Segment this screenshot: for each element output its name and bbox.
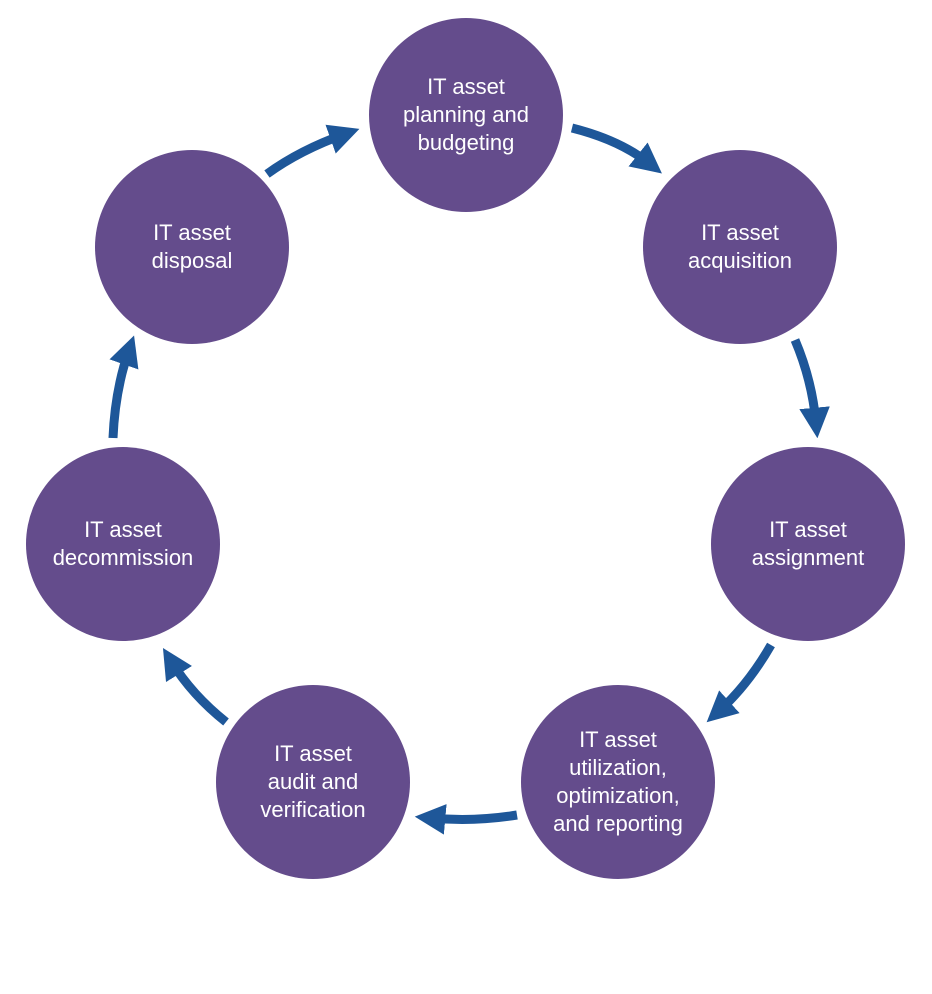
node-label-decommission: IT asset decommission xyxy=(52,517,194,570)
node-label-audit: IT asset audit and verification xyxy=(260,741,366,822)
node-it-asset-audit-and-verification: IT asset audit and verification xyxy=(216,685,410,879)
node-label-planning: IT asset planning and budgeting xyxy=(402,74,529,155)
arrow-decommission-to-disposal xyxy=(108,335,139,439)
node-it-asset-disposal: IT asset disposal xyxy=(95,150,289,344)
arrow-planning-to-acquisition xyxy=(570,123,662,174)
node-label-assignment: IT asset assignment xyxy=(751,517,865,570)
node-it-asset-assignment: IT asset assignment xyxy=(711,447,905,641)
arrow-acquisition-to-assignment xyxy=(790,338,830,439)
node-it-asset-decommission: IT asset decommission xyxy=(26,447,220,641)
arrow-utilization-to-audit xyxy=(414,804,518,835)
node-label-acquisition: IT asset acquisition xyxy=(688,220,792,273)
node-label-disposal: IT asset disposal xyxy=(151,220,233,273)
node-label-utilization: IT asset utilization, optimization, and … xyxy=(553,727,683,836)
arrow-disposal-to-planning xyxy=(264,124,360,178)
node-it-asset-planning-and-budgeting: IT asset planning and budgeting xyxy=(369,18,563,212)
arrow-audit-to-decommission xyxy=(162,647,229,726)
node-it-asset-utilization: IT asset utilization, optimization, and … xyxy=(521,685,715,879)
arrow-assignment-to-utilization xyxy=(706,642,775,723)
node-it-asset-acquisition: IT asset acquisition xyxy=(643,150,837,344)
